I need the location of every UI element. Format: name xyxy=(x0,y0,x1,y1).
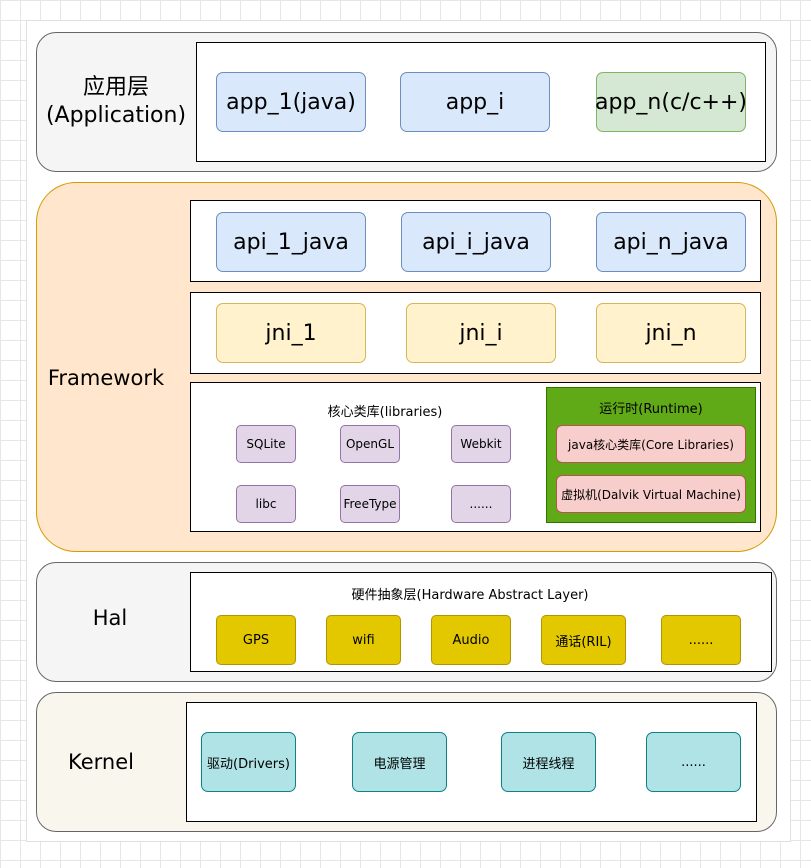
app-n-box: app_n(c/c++) xyxy=(595,72,747,132)
hal-audio: Audio xyxy=(431,615,511,665)
app-i-box: app_i xyxy=(400,72,550,132)
hal-wifi: wifi xyxy=(326,615,401,665)
kernel-layer-label: Kernel xyxy=(68,750,134,774)
hal-layer-label: Hal xyxy=(92,606,128,630)
runtime-title: 运行时(Runtime) xyxy=(599,401,703,417)
api-1-box: api_1_java xyxy=(216,212,366,272)
jni-n-box: jni_n xyxy=(596,303,746,363)
kernel-more: ...... xyxy=(646,732,741,792)
application-layer-label: 应用层 (Application) xyxy=(40,70,192,134)
kernel-process-thread: 进程线程 xyxy=(501,732,596,792)
hal-more: ...... xyxy=(661,615,741,665)
libraries-title: 核心类库(libraries) xyxy=(327,404,443,420)
lib-opengl: OpenGL xyxy=(340,425,400,463)
lib-sqlite: SQLite xyxy=(236,425,296,463)
application-label-zh: 应用层 xyxy=(82,75,149,100)
lib-freetype: FreeType xyxy=(340,485,400,523)
hal-title: 硬件抽象层(Hardware Abstract Layer) xyxy=(351,587,589,603)
app-1-box: app_1(java) xyxy=(216,72,366,132)
lib-libc: libc xyxy=(236,485,296,523)
api-n-box: api_n_java xyxy=(596,212,746,272)
runtime-dalvik-vm: 虚拟机(Dalvik Virtual Machine) xyxy=(556,475,746,513)
jni-1-box: jni_1 xyxy=(216,303,366,363)
lib-more: ...... xyxy=(451,485,511,523)
hal-ril: 通话(RIL) xyxy=(541,615,626,665)
api-i-box: api_i_java xyxy=(401,212,551,272)
framework-layer-label: Framework xyxy=(47,366,165,390)
lib-webkit: Webkit xyxy=(451,425,511,463)
jni-i-box: jni_i xyxy=(406,303,556,363)
hal-gps: GPS xyxy=(216,615,296,665)
runtime-core-libraries: java核心类库(Core Libraries) xyxy=(556,425,746,463)
kernel-drivers: 驱动(Drivers) xyxy=(201,732,296,792)
application-label-en: (Application) xyxy=(45,103,187,128)
kernel-power-management: 电源管理 xyxy=(352,732,447,792)
